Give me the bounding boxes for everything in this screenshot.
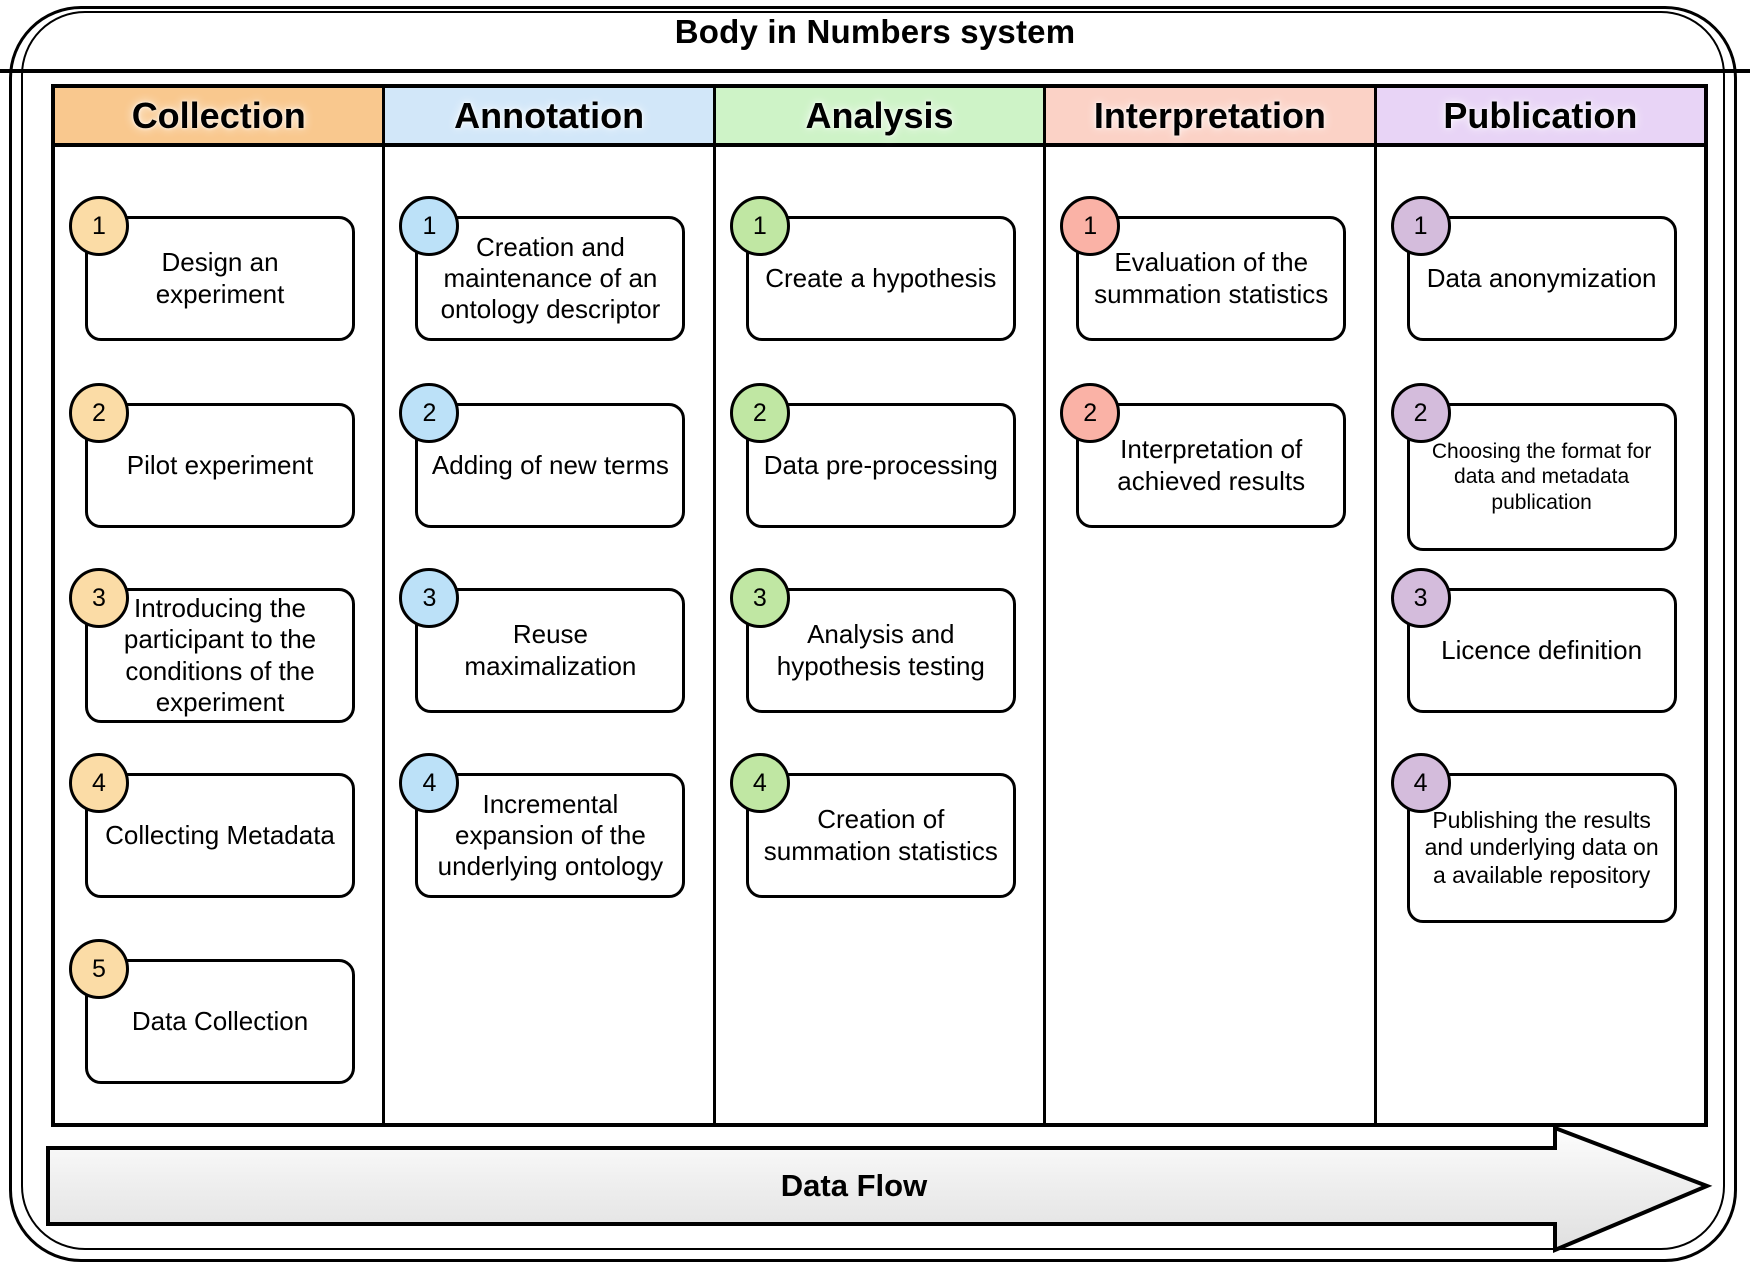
column-body-collection: 1 Design an experiment 2 Pilot experimen…: [55, 147, 382, 1123]
step-number-badge: 3: [729, 568, 790, 628]
card-publication-1: 1 Data anonymization: [1390, 196, 1677, 341]
data-flow-arrow: [46, 1125, 1713, 1254]
column-interpretation: Interpretation 1 Evaluation of the summa…: [1046, 88, 1377, 1123]
step-number-badge: 1: [399, 196, 460, 256]
data-flow-label: Data Flow: [780, 1168, 928, 1203]
card-collection-1: 1 Design an experiment: [69, 196, 355, 341]
step-number-badge: 2: [399, 383, 460, 443]
step-number-badge: 2: [1390, 383, 1451, 443]
card-label: Publishing the results and underlying da…: [1424, 806, 1659, 888]
card-label: Collecting Metadata: [105, 819, 335, 850]
step-number-badge: 4: [729, 753, 790, 813]
card-label: Create a hypothesis: [765, 262, 997, 293]
step-number-badge: 1: [69, 196, 129, 256]
step-number-badge: 5: [69, 939, 129, 999]
card-label: Licence definition: [1441, 634, 1643, 665]
column-header-publication: Publication: [1376, 88, 1705, 147]
step-number-badge: 4: [399, 753, 460, 813]
card-publication-3: 3 Licence definition: [1390, 568, 1677, 713]
title-separator-line: [0, 69, 1750, 73]
card-label: Reuse maximalization: [464, 619, 637, 681]
card-label: Introducing the participant to the condi…: [123, 593, 317, 717]
step-number-badge: 1: [729, 196, 790, 256]
card-publication-2: 2 Choosing the format for data and metad…: [1390, 383, 1677, 551]
column-header-analysis: Analysis: [715, 88, 1044, 147]
card-label: Adding of new terms: [431, 449, 669, 480]
column-collection: Collection 1 Design an experiment 2 Pilo…: [55, 88, 386, 1123]
column-annotation: Annotation 1 Creation and maintenance of…: [385, 88, 716, 1123]
card-collection-5: 5 Data Collection: [69, 939, 355, 1084]
card-collection-3: 3 Introducing the participant to the con…: [69, 568, 355, 723]
card-label: Data pre-processing: [763, 449, 998, 480]
column-body-publication: 1 Data anonymization 2 Choosing the form…: [1377, 147, 1704, 1123]
card-label: Data anonymization: [1426, 262, 1657, 293]
card-annotation-2: 2 Adding of new terms: [399, 383, 686, 528]
column-header-annotation: Annotation: [385, 88, 713, 147]
card-analysis-4: 4 Creation of summation statistics: [729, 753, 1016, 898]
column-publication: Publication 1 Data anonymization 2 Choos…: [1376, 88, 1705, 1123]
card-label: Creation and maintenance of an ontology …: [440, 231, 661, 325]
card-annotation-1: 1 Creation and maintenance of an ontolog…: [399, 196, 686, 341]
card-analysis-3: 3 Analysis and hypothesis testing: [729, 568, 1016, 713]
card-collection-4: 4 Collecting Metadata: [69, 753, 355, 898]
column-header-collection: Collection: [55, 88, 383, 147]
column-body-analysis: 1 Create a hypothesis 2 Data pre-process…: [716, 147, 1043, 1123]
step-number-badge: 2: [69, 383, 129, 443]
diagram-title: Body in Numbers system: [674, 13, 1076, 50]
step-number-badge: 2: [1060, 383, 1121, 443]
card-publication-4: 4 Publishing the results and underlying …: [1390, 753, 1677, 923]
column-body-annotation: 1 Creation and maintenance of an ontolog…: [385, 147, 712, 1123]
diagram-frame-inner-outline: [21, 11, 1725, 1250]
step-number-badge: 4: [69, 753, 129, 813]
card-interpretation-1: 1 Evaluation of the summation statistics: [1060, 196, 1347, 341]
card-label: Incremental expansion of the underlying …: [437, 788, 664, 882]
step-number-badge: 3: [69, 568, 129, 628]
card-annotation-3: 3 Reuse maximalization: [399, 568, 686, 713]
step-number-badge: 4: [1390, 753, 1451, 813]
data-flow-arrow-shape: [46, 1125, 1713, 1254]
step-number-badge: 1: [1060, 196, 1121, 256]
process-table: Collection 1 Design an experiment 2 Pilo…: [51, 84, 1708, 1127]
card-label: Interpretation of achieved results: [1117, 434, 1306, 496]
card-label: Analysis and hypothesis testing: [776, 619, 985, 681]
card-label: Data Collection: [131, 1005, 309, 1036]
card-label: Design an experiment: [155, 247, 285, 309]
step-number-badge: 2: [729, 383, 790, 443]
card-collection-2: 2 Pilot experiment: [69, 383, 355, 528]
step-number-badge: 3: [1390, 568, 1451, 628]
card-label: Pilot experiment: [126, 449, 314, 480]
card-analysis-2: 2 Data pre-processing: [729, 383, 1016, 528]
column-analysis: Analysis 1 Create a hypothesis 2 Data pr…: [715, 88, 1047, 1123]
card-interpretation-2: 2 Interpretation of achieved results: [1060, 383, 1347, 528]
card-label: Creation of summation statistics: [763, 804, 998, 866]
column-header-interpretation: Interpretation: [1046, 88, 1374, 147]
card-annotation-4: 4 Incremental expansion of the underlyin…: [399, 753, 686, 898]
step-number-badge: 1: [1390, 196, 1451, 256]
step-number-badge: 3: [399, 568, 460, 628]
column-body-interpretation: 1 Evaluation of the summation statistics…: [1046, 147, 1373, 1123]
card-label: Evaluation of the summation statistics: [1094, 247, 1329, 309]
card-analysis-1: 1 Create a hypothesis: [729, 196, 1016, 341]
card-label: Choosing the format for data and metadat…: [1431, 440, 1652, 514]
